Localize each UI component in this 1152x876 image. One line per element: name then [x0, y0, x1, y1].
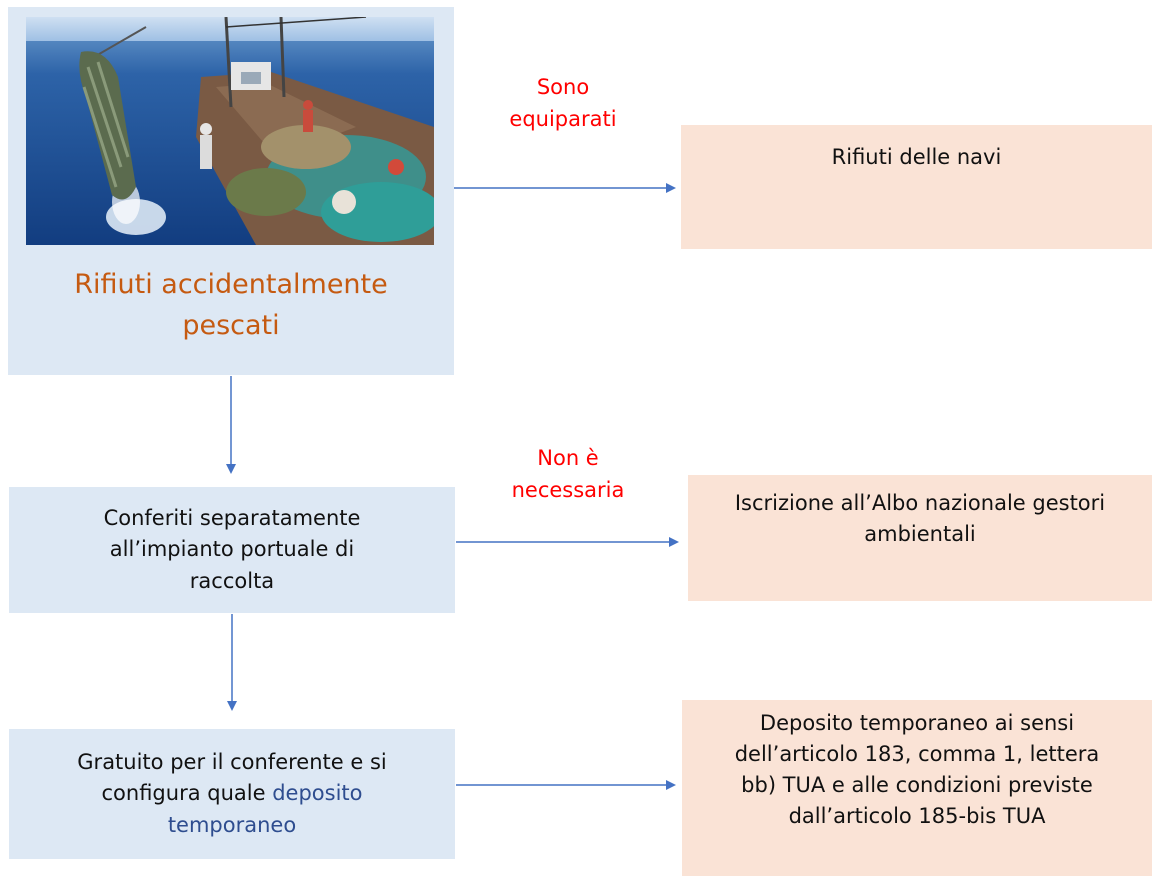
- free-deposit-box: Gratuito per il conferente e si configur…: [9, 729, 455, 859]
- legal-deposit-box: Deposito temporaneo ai sensi dell’artico…: [682, 700, 1152, 876]
- separate-delivery-label: Conferiti separatamente all’impianto por…: [103, 506, 361, 593]
- ship-waste-box: Rifiuti delle navi: [681, 125, 1152, 249]
- free-deposit-prefix: Gratuito per il conferente e si configur…: [77, 750, 387, 806]
- edge-label-not-required: Non è necessaria: [511, 446, 625, 502]
- fishing-boat-illustration: [26, 17, 434, 245]
- free-deposit-highlight: deposito temporaneo: [167, 781, 363, 837]
- fishing-boat-photo: [26, 17, 434, 245]
- ship-waste-label: Rifiuti delle navi: [831, 145, 1002, 169]
- edge-label-equated: Sono equiparati: [509, 75, 617, 131]
- free-deposit-label: Gratuito per il conferente e si configur…: [49, 747, 415, 840]
- legal-deposit-label: Deposito temporaneo ai sensi dell’artico…: [734, 711, 1100, 829]
- registration-box: Iscrizione all’Albo nazionale gestori am…: [688, 475, 1152, 601]
- registration-label: Iscrizione all’Albo nazionale gestori am…: [734, 491, 1106, 547]
- separate-delivery-box: Conferiti separatamente all’impianto por…: [9, 487, 455, 613]
- source-title: Rifiuti accidentalmente pescati: [74, 269, 388, 341]
